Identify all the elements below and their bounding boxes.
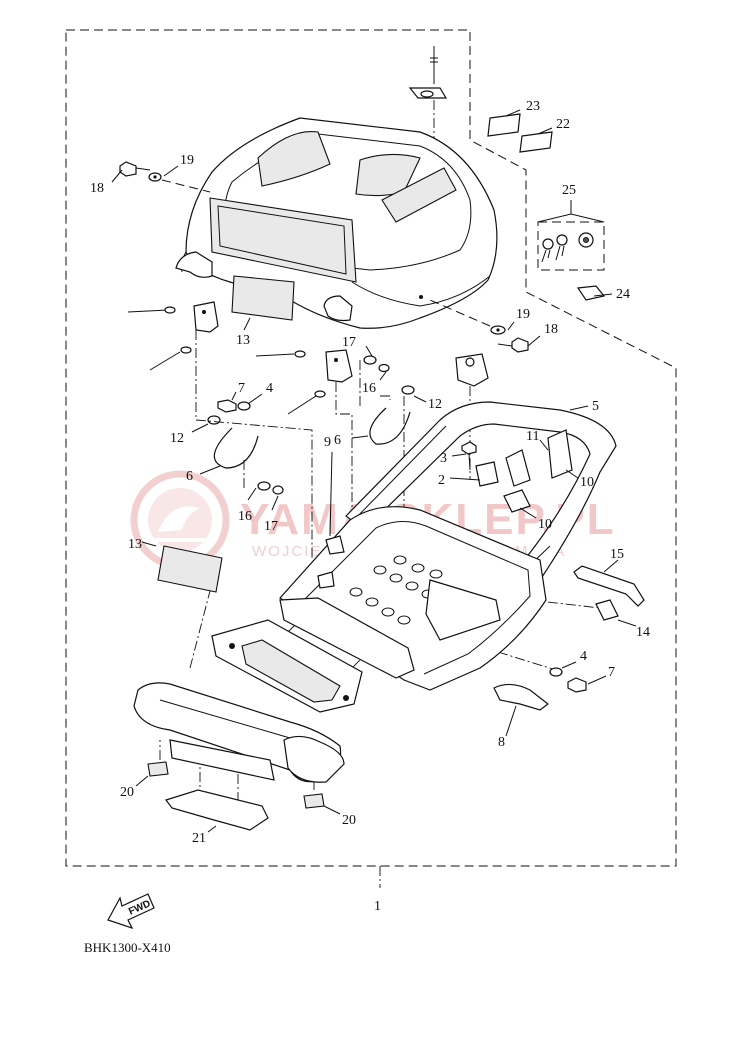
fwd-arrow-icon: FWD <box>107 893 155 930</box>
callout-25: 25 <box>562 183 576 198</box>
key-icon <box>541 234 568 263</box>
callout-17a: 17 <box>342 335 356 350</box>
callout-10b: 10 <box>538 517 552 532</box>
lock-cylinder-icon <box>578 232 594 248</box>
clip-11 <box>505 449 531 487</box>
callout-19b: 19 <box>516 307 530 322</box>
callout-16b: 16 <box>238 509 252 524</box>
hinge-right <box>255 349 353 415</box>
bracket-2 <box>461 441 499 487</box>
grab-plate <box>211 619 363 713</box>
callout-3: 3 <box>440 451 447 466</box>
emblem-23 <box>487 113 521 137</box>
handle-15 <box>573 565 645 607</box>
callout-10a: 10 <box>580 475 594 490</box>
callout-20b: 20 <box>342 813 356 828</box>
callout-8: 8 <box>498 735 505 750</box>
pad-20-right <box>303 793 325 809</box>
bolt-18-right <box>429 299 529 353</box>
reflector-13-lower <box>157 545 223 593</box>
callout-20a: 20 <box>120 785 134 800</box>
washer-4-right <box>549 667 563 677</box>
callout-leaders <box>111 109 637 833</box>
callout-6a: 6 <box>334 433 341 448</box>
callout-14: 14 <box>636 625 650 640</box>
assembly-border <box>65 29 677 867</box>
bolt-18-left <box>119 161 211 193</box>
reflector-13-upper <box>231 275 295 321</box>
clip-10a <box>547 429 573 479</box>
diagram-code: BHK1300-X410 <box>84 940 171 955</box>
callout-21: 21 <box>192 831 206 846</box>
stay-wire-left <box>213 427 259 469</box>
emblem-22 <box>519 131 553 153</box>
callout-17b: 17 <box>264 519 278 534</box>
lock-set <box>537 200 606 301</box>
side-cover-8 <box>493 683 549 711</box>
hinge-left <box>127 301 219 371</box>
callout-4b: 4 <box>580 649 587 664</box>
callout-9: 9 <box>324 435 331 450</box>
base-plate <box>279 506 547 691</box>
pad-20-left <box>147 761 169 777</box>
callout-2: 2 <box>438 473 445 488</box>
plate-21 <box>165 789 269 831</box>
callout-24: 24 <box>616 287 630 302</box>
callout-19a: 19 <box>180 153 194 168</box>
callout-4a: 4 <box>266 381 273 396</box>
clip-10b <box>503 489 531 513</box>
callout-12b: 12 <box>170 431 184 446</box>
bolt-7-right <box>567 677 587 693</box>
callout-18b: 18 <box>544 322 558 337</box>
washers <box>207 355 415 495</box>
rear-bracket <box>279 597 415 679</box>
callout-18a: 18 <box>90 181 104 196</box>
callout-16a: 16 <box>362 381 376 396</box>
lock-clip <box>576 285 606 301</box>
callout-labels: 23 22 19 18 25 24 19 18 13 17 16 12 7 4 … <box>90 99 650 914</box>
callout-23: 23 <box>526 99 540 114</box>
top-rivet <box>408 46 448 138</box>
callout-6b: 6 <box>186 469 193 484</box>
callout-22: 22 <box>556 117 570 132</box>
stopper-14 <box>595 599 619 621</box>
callout-13a: 13 <box>236 333 250 348</box>
callout-1: 1 <box>374 899 381 914</box>
bottom-cover <box>133 682 345 783</box>
callout-11: 11 <box>526 429 539 444</box>
latch <box>455 353 489 387</box>
callout-15: 15 <box>610 547 624 562</box>
callout-13b: 13 <box>128 537 142 552</box>
callout-7b: 7 <box>608 665 615 680</box>
callout-12a: 12 <box>428 397 442 412</box>
callout-5: 5 <box>592 399 599 414</box>
top-case <box>175 117 498 329</box>
stay-wire-right <box>369 407 411 445</box>
callout-7a: 7 <box>238 381 245 396</box>
